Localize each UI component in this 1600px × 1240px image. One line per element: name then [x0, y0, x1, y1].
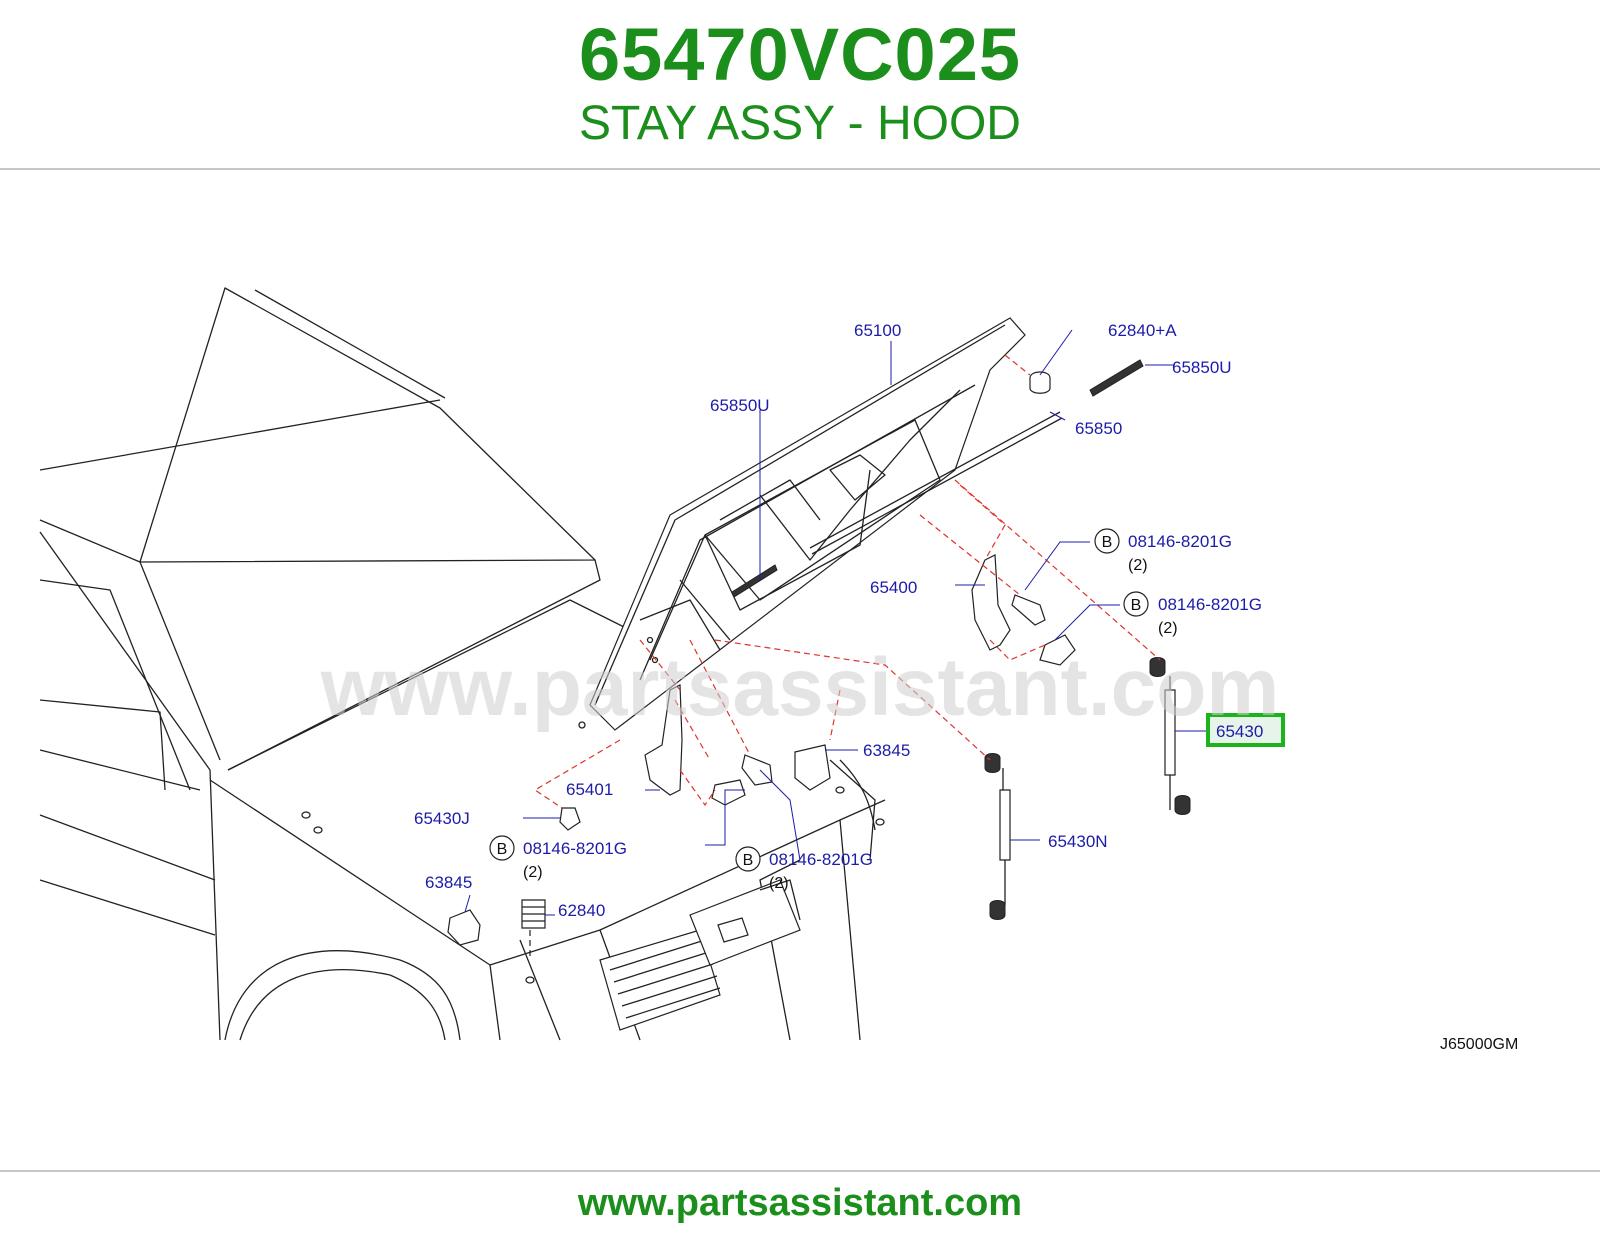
callout-62840a: 62840+A — [1108, 321, 1177, 340]
hood-panel — [578, 317, 1063, 731]
callout-bolt-2-qty: (2) — [1158, 620, 1178, 637]
callout-63845-right: 63845 — [863, 741, 910, 760]
part-name-subtitle: STAY ASSY - HOOD — [579, 97, 1021, 150]
callout-bolt-2: 08146-8201G — [1158, 595, 1262, 614]
callout-bolt-4: 08146-8201G — [769, 850, 873, 869]
callout-63845-left: 63845 — [425, 873, 472, 892]
diagram-reference-code: J65000GM — [1440, 1036, 1518, 1053]
part-number-title: 65470VC025 — [578, 13, 1022, 96]
watermark: www.partsassistant.com — [320, 642, 1280, 733]
callout-labels: 65100 62840+A 65850U 65850U 65850 B 0814… — [414, 321, 1518, 1053]
header-divider — [0, 168, 1600, 170]
callout-65850u-mid: 65850U — [710, 396, 770, 415]
assembly-lines — [529, 354, 1161, 960]
bolt-marker-4 — [735, 846, 761, 872]
callout-65430n: 65430N — [1048, 832, 1108, 851]
bolt-marker-3-label: B — [497, 841, 508, 858]
callout-bolt-3-qty: (2) — [523, 864, 543, 881]
vehicle-outline — [39, 287, 886, 1041]
page-header: 65470VC025 STAY ASSY - HOOD — [0, 0, 1600, 170]
bolt-marker-4-label: B — [743, 852, 754, 869]
callout-bolt-3: 08146-8201G — [523, 839, 627, 858]
callout-65850u-top: 65850U — [1172, 358, 1232, 377]
callout-bolt-1-qty: (2) — [1128, 557, 1148, 574]
bolt-marker-2 — [1123, 591, 1149, 617]
callout-65430: 65430 — [1216, 722, 1263, 741]
parts-diagram: 65100 62840+A 65850U 65850U 65850 B 0814… — [39, 287, 1518, 1053]
footer-divider — [0, 1170, 1600, 1172]
callout-65850: 65850 — [1075, 419, 1122, 438]
callout-bolt-4-qty: (2) — [769, 875, 789, 892]
leader-lines — [464, 329, 1208, 916]
parts — [447, 359, 1191, 946]
callout-65430j: 65430J — [414, 809, 470, 828]
bolt-marker-1-label: B — [1102, 534, 1113, 551]
callout-62840: 62840 — [558, 901, 605, 920]
callout-65100: 65100 — [854, 321, 901, 340]
bolt-marker-1 — [1094, 528, 1120, 554]
callout-65401: 65401 — [566, 780, 613, 799]
highlight-box-65430 — [1206, 713, 1285, 747]
callout-65400: 65400 — [870, 578, 917, 597]
footer-website-link[interactable]: www.partsassistant.com — [577, 1182, 1023, 1224]
bolt-marker-2-label: B — [1131, 597, 1142, 614]
callout-bolt-1: 08146-8201G — [1128, 532, 1232, 551]
bolt-marker-3 — [489, 835, 515, 861]
